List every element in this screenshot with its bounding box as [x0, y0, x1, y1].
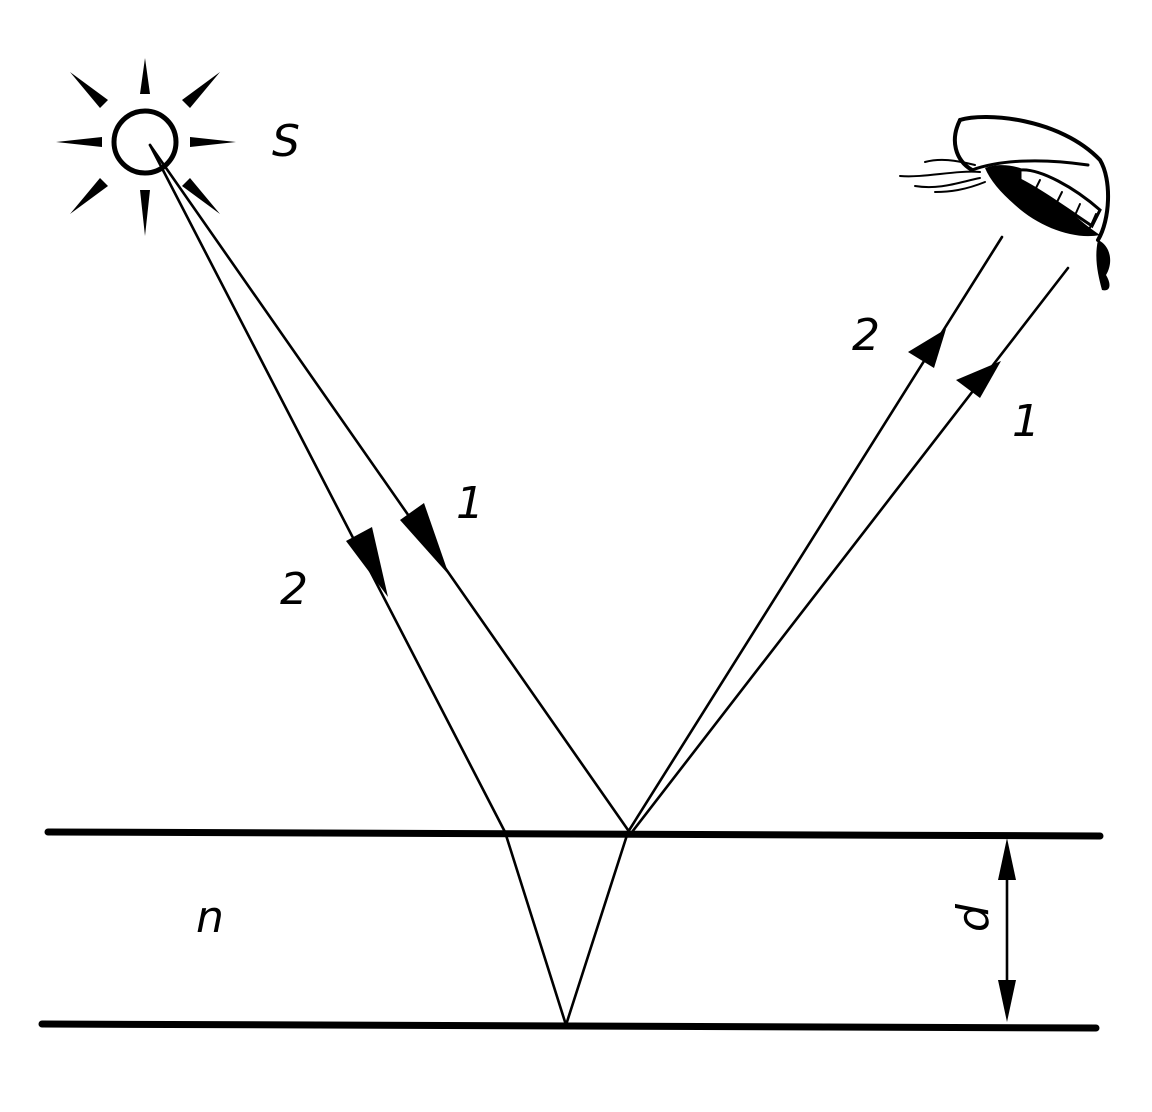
ray-1-reflected	[630, 266, 1070, 834]
label-source: S	[272, 116, 300, 167]
label-ray-1-reflected: 1	[1012, 396, 1040, 447]
light-source-icon	[56, 58, 236, 236]
thickness-dimension	[998, 838, 1016, 1022]
ray-1-reflected-arrow	[956, 361, 1001, 398]
ray-2-refracted-down	[503, 830, 568, 1027]
ray-2-incident	[148, 143, 507, 834]
eye-icon	[899, 114, 1111, 291]
label-ray-2-reflected: 2	[852, 310, 880, 361]
ray-2-reflected	[626, 235, 1004, 834]
ray-2-incident-arrow	[346, 527, 388, 597]
ray-2-reflected-arrow	[908, 329, 946, 368]
label-thickness: d	[948, 903, 999, 932]
ray-1-incident	[148, 143, 630, 832]
bottom-surface	[38, 1020, 1100, 1032]
label-refractive-index: n	[196, 892, 224, 943]
ray-1-incident-arrow	[400, 503, 449, 575]
ray-2-refracted-up	[564, 830, 630, 1027]
label-ray-2-incident: 2	[280, 564, 308, 615]
top-surface	[44, 828, 1104, 840]
label-ray-1-incident: 1	[456, 478, 484, 529]
